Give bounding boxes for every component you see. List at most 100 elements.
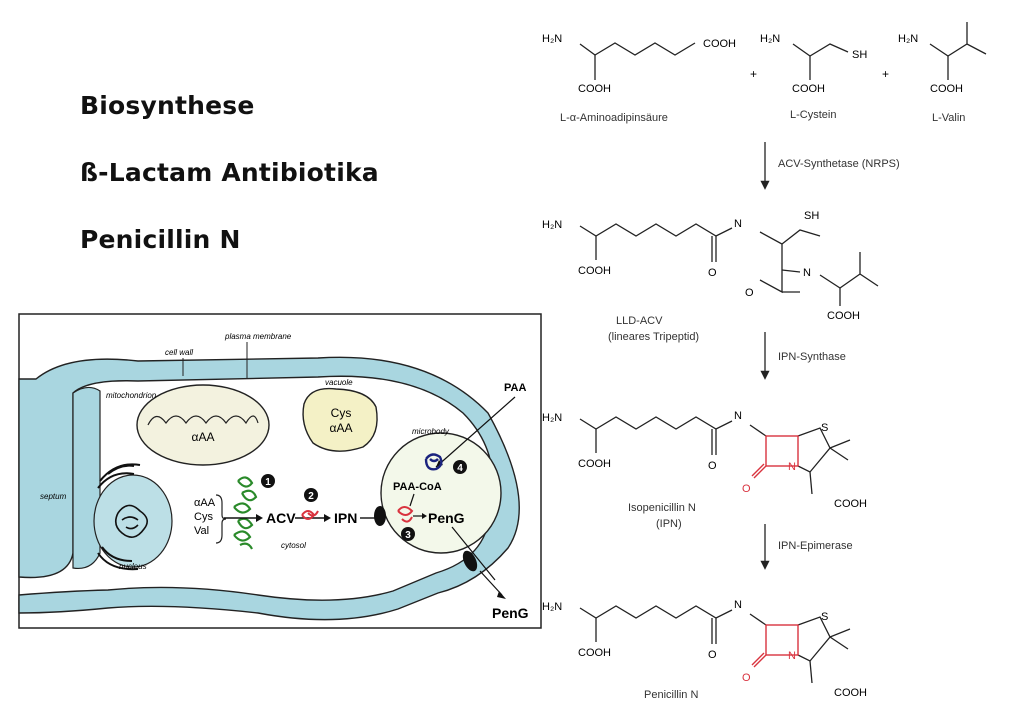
paa-coa-arrow (409, 493, 415, 507)
step-1: 1 (265, 477, 271, 488)
input-val: Val (194, 525, 209, 537)
biosynthesis-pathway: H₂N COOH COOH L-α-Aminoadipinsäure + H₂N… (542, 22, 987, 701)
penicillin-n-name: Penicillin N (644, 689, 698, 701)
aad-cooh-bottom: COOH (578, 83, 611, 95)
aad-h2n: H₂N (542, 33, 562, 45)
label-peng-outside: PenG (492, 605, 529, 621)
step-3-badge (401, 527, 415, 541)
ipn-o: O (708, 460, 717, 472)
acv-n1: N (734, 218, 742, 230)
microbody (380, 432, 502, 554)
aminoadipic-acid-structure (579, 42, 696, 80)
substrate-cysteine: L-Cystein (790, 109, 836, 121)
label-cytosol: cytosol (281, 541, 306, 550)
step-1-badge (261, 474, 275, 488)
arrow-to-ipn-head (324, 514, 331, 522)
title-block: Biosynthese ß-Lactam Antibiotika Penicil… (80, 88, 379, 289)
peng-export-line (451, 526, 496, 581)
cell-wall-band (18, 356, 520, 621)
ipn-abbr: (IPN) (656, 518, 682, 530)
step-4-badge (453, 460, 467, 474)
nucleus-chromatin-icon (114, 504, 148, 538)
label-nucleus: nucleus (119, 562, 147, 571)
pen-o: O (708, 649, 717, 661)
label-acv: ACV (266, 510, 296, 526)
title-biosynthese: Biosynthese (80, 91, 255, 120)
valine-structure (929, 22, 987, 80)
pen-cooh: COOH (578, 647, 611, 659)
pen-cooh-2: COOH (834, 687, 867, 699)
acv-synthetase-icon (233, 476, 258, 550)
enzyme-ipn-epimerase: IPN-Epimerase (778, 540, 853, 552)
substrate-aminoadipic: L-α-Aminoadipinsäure (560, 112, 668, 124)
arrow-to-peng-head (422, 513, 427, 519)
ipn-s: S (821, 422, 828, 434)
label-paa-coa: PAA-CoA (393, 481, 442, 493)
step-3: 3 (405, 530, 411, 541)
ipn-beta-lactam-ring (751, 435, 799, 479)
label-paa: PAA (504, 382, 526, 394)
cysteine-structure (792, 43, 849, 80)
enzyme-acv-synthetase: ACV-Synthetase (NRPS) (778, 158, 900, 170)
label-plasma-membrane: plasma membrane (224, 332, 292, 341)
cys-h2n: H₂N (760, 33, 780, 45)
vacuole-aa: αAA (330, 421, 353, 435)
acv-name: LLD-ACV (616, 315, 663, 327)
label-microbody: microbody (412, 427, 450, 436)
label-mitochondrion: mitochondrion (106, 391, 157, 400)
acv-o1: O (708, 267, 717, 279)
aad-cooh-top: COOH (703, 38, 736, 50)
plus-2: + (882, 67, 889, 81)
vacuole (302, 387, 378, 452)
acv-desc: (lineares Tripeptid) (608, 331, 699, 343)
nucleus (93, 474, 173, 568)
val-h2n: H₂N (898, 33, 918, 45)
label-septum: septum (40, 492, 67, 501)
ipn-ring-o: O (742, 483, 751, 495)
val-cooh: COOH (930, 83, 963, 95)
step-2: 2 (308, 491, 314, 502)
acv-sh: SH (804, 210, 819, 222)
label-cell-wall: cell wall (165, 348, 193, 357)
penicillin-n-structure (579, 605, 851, 684)
step-4: 4 (457, 463, 463, 474)
input-aa: αAA (194, 497, 216, 509)
acv-h2n: H₂N (542, 219, 562, 231)
mitochondrion (136, 384, 270, 466)
label-peng-inside: PenG (428, 510, 465, 526)
mitochondrion-cristae (147, 415, 259, 426)
ipn-n: N (734, 410, 742, 422)
step-2-badge (304, 488, 318, 502)
input-cys: Cys (194, 511, 213, 523)
ipn-h2n: H₂N (542, 412, 562, 424)
ipn-ring-n: N (788, 461, 796, 473)
peng-transporter (462, 550, 478, 572)
cell-diagram: αAA Cys αAA cell wall plasma membrane mi… (18, 313, 542, 629)
input-brace (215, 494, 227, 544)
label-ipn: IPN (334, 510, 357, 526)
pen-s: S (821, 611, 828, 623)
acv-cooh-2: COOH (827, 310, 860, 322)
acv-o2: O (745, 287, 754, 299)
enzyme-ipn-synthase: IPN-Synthase (778, 351, 846, 363)
cys-sh: SH (852, 49, 867, 61)
septum-wall (72, 386, 101, 570)
plus-1: + (750, 67, 757, 81)
paa-coa-ligase-icon (424, 453, 443, 471)
ipn-transporter (374, 506, 386, 526)
paa-arrow (435, 396, 516, 468)
iat-enzyme-icon (397, 506, 414, 523)
er-stacks (97, 463, 141, 571)
pen-ring-o: O (742, 672, 751, 684)
mito-content: αAA (192, 430, 215, 444)
ipn-structure (579, 416, 851, 495)
peng-export-arrow-head (497, 591, 506, 599)
arrow-to-acv-head (256, 514, 263, 522)
peng-export-arrow (479, 570, 503, 596)
acv-cooh: COOH (578, 265, 611, 277)
pen-n: N (734, 599, 742, 611)
pen-ring-n: N (788, 650, 796, 662)
ipn-name: Isopenicillin N (628, 502, 696, 514)
label-vacuole: vacuole (325, 378, 353, 387)
pen-h2n: H₂N (542, 601, 562, 613)
